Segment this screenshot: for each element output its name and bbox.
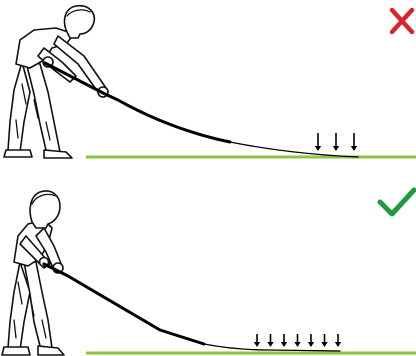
down-arrow-icon [294,334,300,347]
panel-right [2,190,416,355]
panel-wrong [4,6,416,158]
down-arrow-icon [351,133,357,151]
shoe [44,150,72,158]
down-arrow-icon [267,334,273,347]
down-arrow-icon [281,334,287,347]
head [30,191,60,228]
down-arrow-icon [335,334,341,347]
shoe [4,150,32,157]
down-arrow-icon [315,133,321,151]
person-figure [4,6,108,158]
shoe [2,347,30,355]
shoe [38,346,64,355]
down-arrow-icon [308,334,314,347]
weight-arrows [254,334,341,347]
fishing-line [204,344,340,351]
cross-icon [392,10,412,32]
weight-arrows [315,133,357,151]
check-icon [380,190,414,214]
fishing-line [230,142,358,157]
down-arrow-icon [321,334,327,347]
person-figure [2,191,64,355]
down-arrow-icon [254,334,260,347]
rod [44,264,204,344]
down-arrow-icon [333,133,339,151]
